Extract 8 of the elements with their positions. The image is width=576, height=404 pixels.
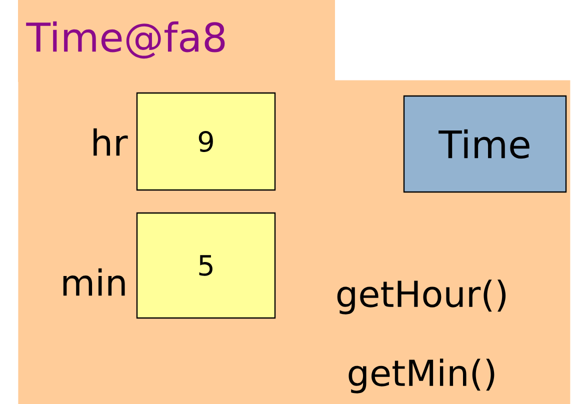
field-name: min (63, 268, 125, 296)
field-box: 5 (136, 212, 276, 319)
field-name: hr (94, 128, 128, 156)
class-box: Time (403, 95, 567, 193)
node-label: Time@fa8 (26, 21, 225, 59)
method-name: getHour() (337, 280, 506, 314)
method-name: getMin() (348, 358, 494, 394)
field-box: 9 (136, 92, 276, 191)
